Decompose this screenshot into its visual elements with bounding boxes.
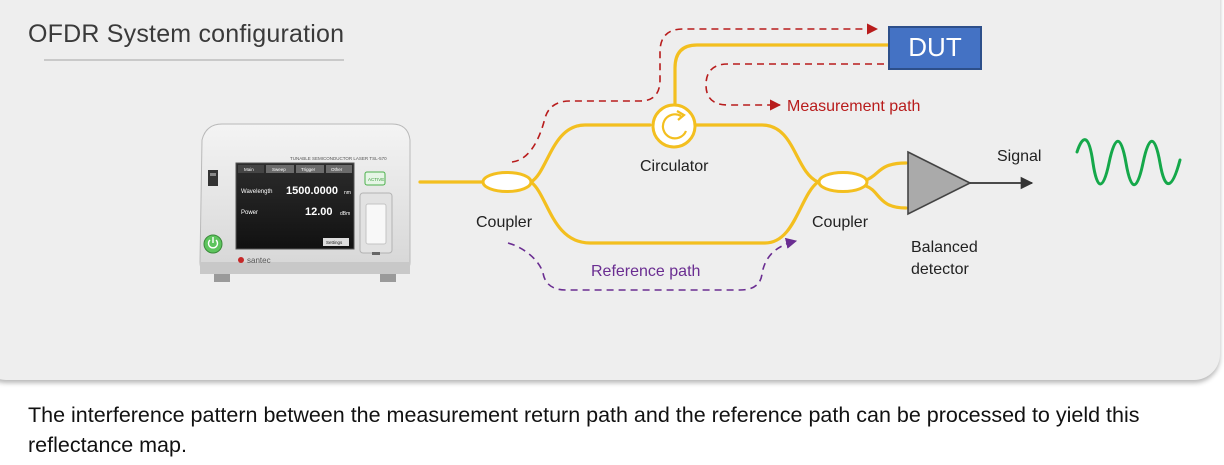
title-underline <box>44 59 344 61</box>
laser-model-label: TUNABLE SEMICONDUCTOR LASER TSL-570 <box>290 156 387 161</box>
laser-settings-label: Settings <box>326 240 343 245</box>
fiber-detector-upper <box>864 161 908 182</box>
fiber-lower-arm <box>529 180 820 245</box>
tunable-laser: TUNABLE SEMICONDUCTOR LASER TSL-570 Main… <box>199 123 411 282</box>
laser-tab[interactable]: Sweep <box>272 167 286 172</box>
measurement-path-label: Measurement path <box>787 98 920 115</box>
wavelength-unit: nm <box>344 190 351 196</box>
coupler-left <box>481 171 533 193</box>
ofdr-diagram: TUNABLE SEMICONDUCTOR LASER TSL-570 Main… <box>199 23 1182 291</box>
laser-screen <box>235 162 355 250</box>
caption-text: The interference pattern between the mea… <box>28 403 1140 457</box>
fiber-circulator-to-dut <box>673 43 892 108</box>
wavelength-value: 1500.0000 <box>286 185 338 197</box>
fiber-detector-lower <box>864 184 908 210</box>
power-icon <box>203 234 223 254</box>
fiber-upper-arm-right <box>694 123 820 184</box>
reference-path <box>507 237 798 291</box>
signal-label: Signal <box>997 148 1041 165</box>
circulator-label: Circulator <box>640 158 709 175</box>
wavelength-label: Wavelength <box>241 189 272 195</box>
santec-logo-icon <box>238 257 244 263</box>
signal-wave-icon <box>1075 138 1182 186</box>
laser-brand: santec <box>247 256 271 265</box>
laser-status-label: ACTIVE <box>368 177 384 182</box>
coupler-left-label: Coupler <box>476 214 533 231</box>
dut-box <box>888 26 982 70</box>
balanced-detector <box>907 150 972 216</box>
dut-label: DUT <box>908 32 962 62</box>
laser-status-button[interactable] <box>364 171 386 186</box>
circulator-icon <box>651 103 697 149</box>
laser-tab[interactable]: Trigger <box>301 167 316 172</box>
usb-icon <box>208 170 218 186</box>
power-label: Power <box>241 210 258 216</box>
laser-tab[interactable]: Other <box>331 167 343 172</box>
reference-path-label: Reference path <box>591 263 700 280</box>
fiber-upper-arm-left <box>529 123 652 184</box>
laser-tabs: Main Sweep Trigger Other <box>238 165 352 173</box>
power-unit: dBm <box>340 211 350 217</box>
balanced-detector-label-line1: Balanced <box>911 239 978 256</box>
measurement-path <box>511 23 884 163</box>
laser-settings-button[interactable] <box>323 238 349 246</box>
laser-tab[interactable]: Main <box>244 167 254 172</box>
power-value: 12.00 <box>305 206 333 218</box>
balanced-detector-label-line2: detector <box>911 261 969 278</box>
fiber-paths <box>418 43 908 245</box>
coupler-right <box>817 171 869 193</box>
coupler-right-label: Coupler <box>812 214 869 231</box>
page-title: OFDR System configuration <box>28 20 345 48</box>
